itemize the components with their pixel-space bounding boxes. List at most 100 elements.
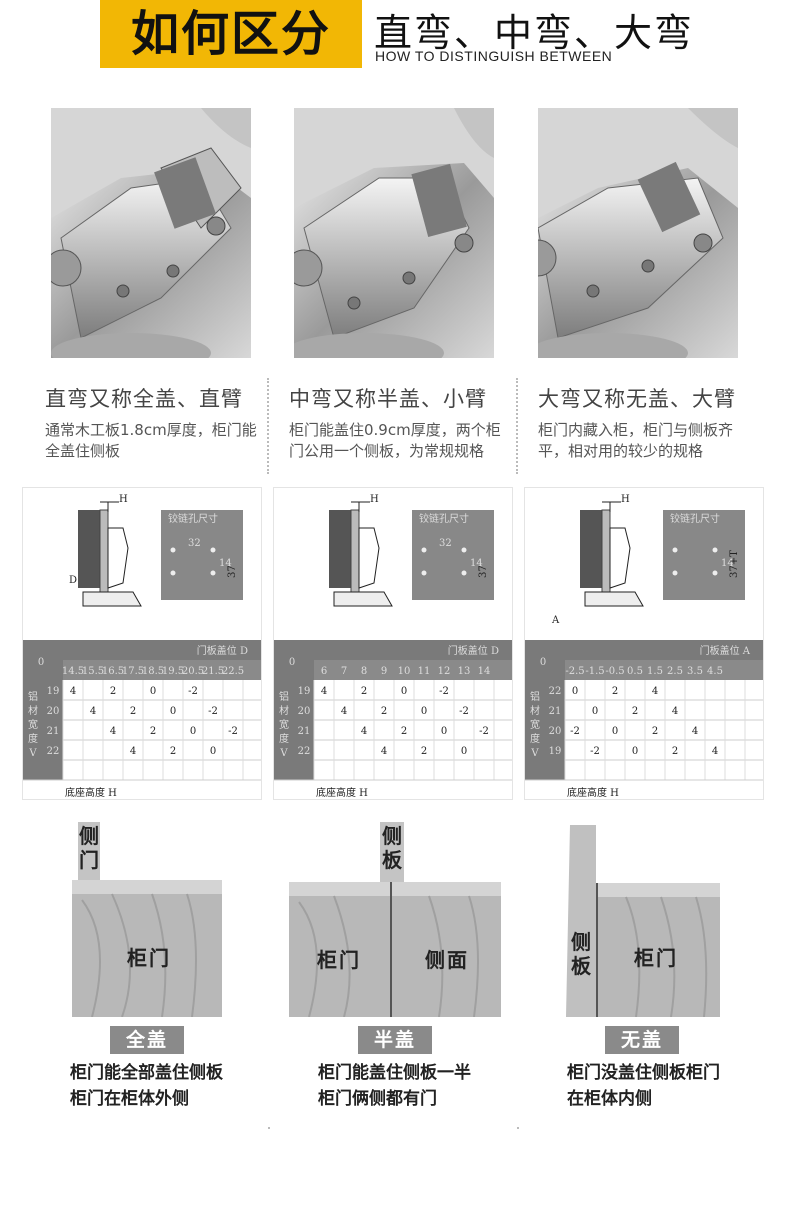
table-cell: 0 xyxy=(592,706,598,717)
table-col-header: 19.5 xyxy=(162,666,184,677)
table-side-label: 宽 xyxy=(530,718,540,731)
table-col-header: -0.5 xyxy=(605,666,624,677)
table-cell: 2 xyxy=(130,706,136,717)
dim-label-37: 37 xyxy=(478,565,489,578)
hinge-cup xyxy=(107,527,129,589)
dim-label-a: A xyxy=(551,615,560,626)
dim-label-h: H xyxy=(119,494,128,505)
table-col-header: 15.5 xyxy=(82,666,104,677)
screw-hole xyxy=(461,570,467,576)
table-cell: 2 xyxy=(381,706,387,717)
mounting-plate xyxy=(412,510,494,600)
table-cell: 0 xyxy=(421,706,427,717)
screw-hole xyxy=(421,547,427,553)
no-overlay-tag: 无盖 xyxy=(605,1026,679,1054)
screw-hole xyxy=(421,570,427,576)
table-title-band xyxy=(314,640,512,660)
table-side-label: 宽 xyxy=(28,718,38,731)
side-label: 侧板 xyxy=(382,824,402,872)
table-row-label: 19 xyxy=(298,686,311,697)
table-cell: 4 xyxy=(672,706,678,717)
table-col-header: 1.5 xyxy=(647,666,663,677)
table-corner: 0 xyxy=(38,657,44,668)
table-cell: 0 xyxy=(612,726,618,737)
table-footer: 底座高度 H xyxy=(316,786,368,799)
page-subtitle: 直弯、中弯、大弯 xyxy=(374,11,695,55)
table-corner: 0 xyxy=(289,657,295,668)
table-side-label: 宽 xyxy=(279,718,289,731)
half-overlay-desc: 柜门能盖住侧板一半柜门俩侧都有门 xyxy=(318,1063,471,1109)
dim-label-h: H xyxy=(370,494,379,505)
table-col-band xyxy=(63,660,261,680)
table-col-header: 21.5 xyxy=(202,666,224,677)
table-col-header: 12 xyxy=(438,666,451,677)
table-row-label: 22 xyxy=(298,746,311,757)
dim-label-32: 32 xyxy=(439,538,452,549)
cabinet-side-panel xyxy=(580,510,602,588)
full-overlay-illustration xyxy=(72,880,222,1017)
table-cell: -2 xyxy=(208,706,218,717)
table-cell: 0 xyxy=(461,746,467,757)
table-corner-column xyxy=(525,640,565,780)
hinge-cup xyxy=(609,527,631,589)
table-row-label: 22 xyxy=(549,686,562,697)
table-cell: 0 xyxy=(632,746,638,757)
hinge-base xyxy=(584,591,644,607)
mounting-plate xyxy=(663,510,745,600)
dim-label-14: 14 xyxy=(219,558,232,569)
cabinet-side-panel xyxy=(78,510,100,588)
dim-label-37: 37+T xyxy=(729,550,740,578)
table-cell: 2 xyxy=(632,706,638,717)
page-title: 如何区分 xyxy=(130,6,331,62)
table-row-label: 21 xyxy=(47,726,60,737)
table-corner-column xyxy=(23,640,63,780)
screw-hole xyxy=(712,570,718,576)
table-cell: -2 xyxy=(479,726,489,737)
table-cell: 0 xyxy=(441,726,447,737)
table-cell: 4 xyxy=(321,686,327,697)
table-cell: 0 xyxy=(190,726,196,737)
table-row-label: 20 xyxy=(298,706,311,717)
header-accent-box xyxy=(100,0,362,68)
caption-divider xyxy=(516,378,518,474)
dim-label-32: 32 xyxy=(188,538,201,549)
table-corner-column xyxy=(274,640,314,780)
table-cell: -2 xyxy=(439,686,449,697)
table-title-band xyxy=(565,640,763,660)
table-title: 门板盖位 D xyxy=(197,644,248,657)
divider-dot xyxy=(517,1127,519,1129)
table-side-label: 材 xyxy=(28,704,38,717)
hinge-cup xyxy=(358,527,380,589)
screw-hole xyxy=(712,547,718,553)
side-label: 侧门 xyxy=(79,824,99,872)
hinge-large-bend-photo xyxy=(538,108,738,358)
plate-label: 铰链孔尺寸 xyxy=(419,512,469,525)
table-cell: 4 xyxy=(361,726,367,737)
door-edge xyxy=(99,509,109,596)
table-cell: 4 xyxy=(341,706,347,717)
table-col-band xyxy=(565,660,763,680)
table-cell: 2 xyxy=(612,686,618,697)
table-cell: 2 xyxy=(652,726,658,737)
table-row-label: 21 xyxy=(298,726,311,737)
table-col-header: 9 xyxy=(381,666,387,677)
table-row-label: 20 xyxy=(47,706,60,717)
type-title-straight: 直弯又称全盖、直臂 xyxy=(45,387,243,411)
table-row-label: 20 xyxy=(549,726,562,737)
mounting-plate xyxy=(161,510,243,600)
caption-divider xyxy=(267,378,269,474)
table-col-header: -2.5 xyxy=(565,666,584,677)
screw-hole xyxy=(210,570,216,576)
table-col-header: 3.5 xyxy=(687,666,703,677)
table-col-header: 18.5 xyxy=(142,666,164,677)
screw-hole xyxy=(461,547,467,553)
screw-hole xyxy=(672,570,678,576)
side-panel-strip xyxy=(78,822,100,880)
table-footer: 底座高度 H xyxy=(567,786,619,799)
table-row-label: 21 xyxy=(549,706,562,717)
door-edge xyxy=(350,509,360,596)
table-cell: 0 xyxy=(401,686,407,697)
hinge-base xyxy=(82,591,142,607)
